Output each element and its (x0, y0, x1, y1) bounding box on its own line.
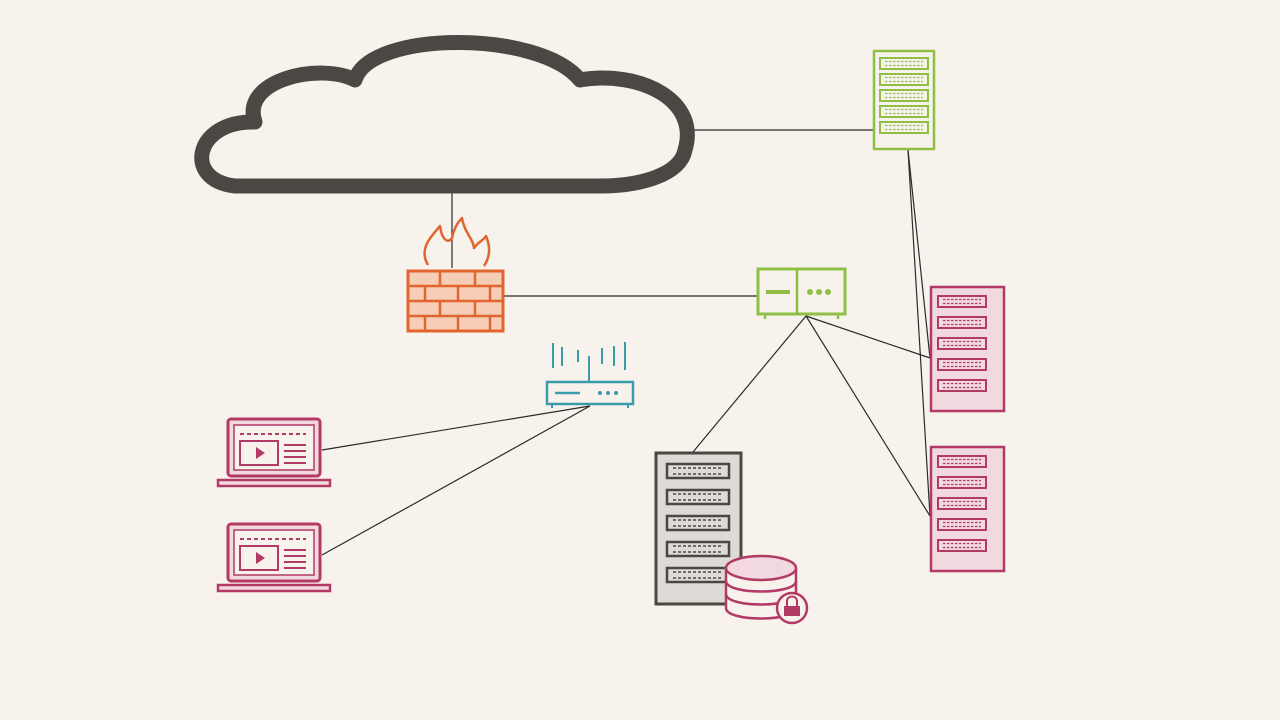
link-webserver-app2 (907, 149, 931, 517)
laptop-1-icon (216, 417, 332, 488)
link-webserver-app1 (907, 149, 931, 359)
link-switch-app1 (805, 315, 931, 359)
link-router-laptop1 (321, 405, 591, 451)
database-lock-icon (724, 554, 809, 625)
link-switch-app2 (805, 315, 931, 517)
flame-icon (423, 216, 491, 267)
firewall-icon (406, 216, 505, 333)
laptop-2-icon (216, 522, 332, 593)
web-server-icon (872, 49, 936, 151)
wifi-router-icon (545, 342, 635, 408)
switch-icon (756, 267, 847, 319)
app-server-2-icon (929, 445, 1006, 573)
links (321, 129, 931, 556)
cloud-icon (194, 35, 695, 194)
app-server-1-icon (929, 285, 1006, 413)
link-router-laptop2 (321, 405, 591, 556)
link-switch-dbserver (692, 315, 807, 453)
